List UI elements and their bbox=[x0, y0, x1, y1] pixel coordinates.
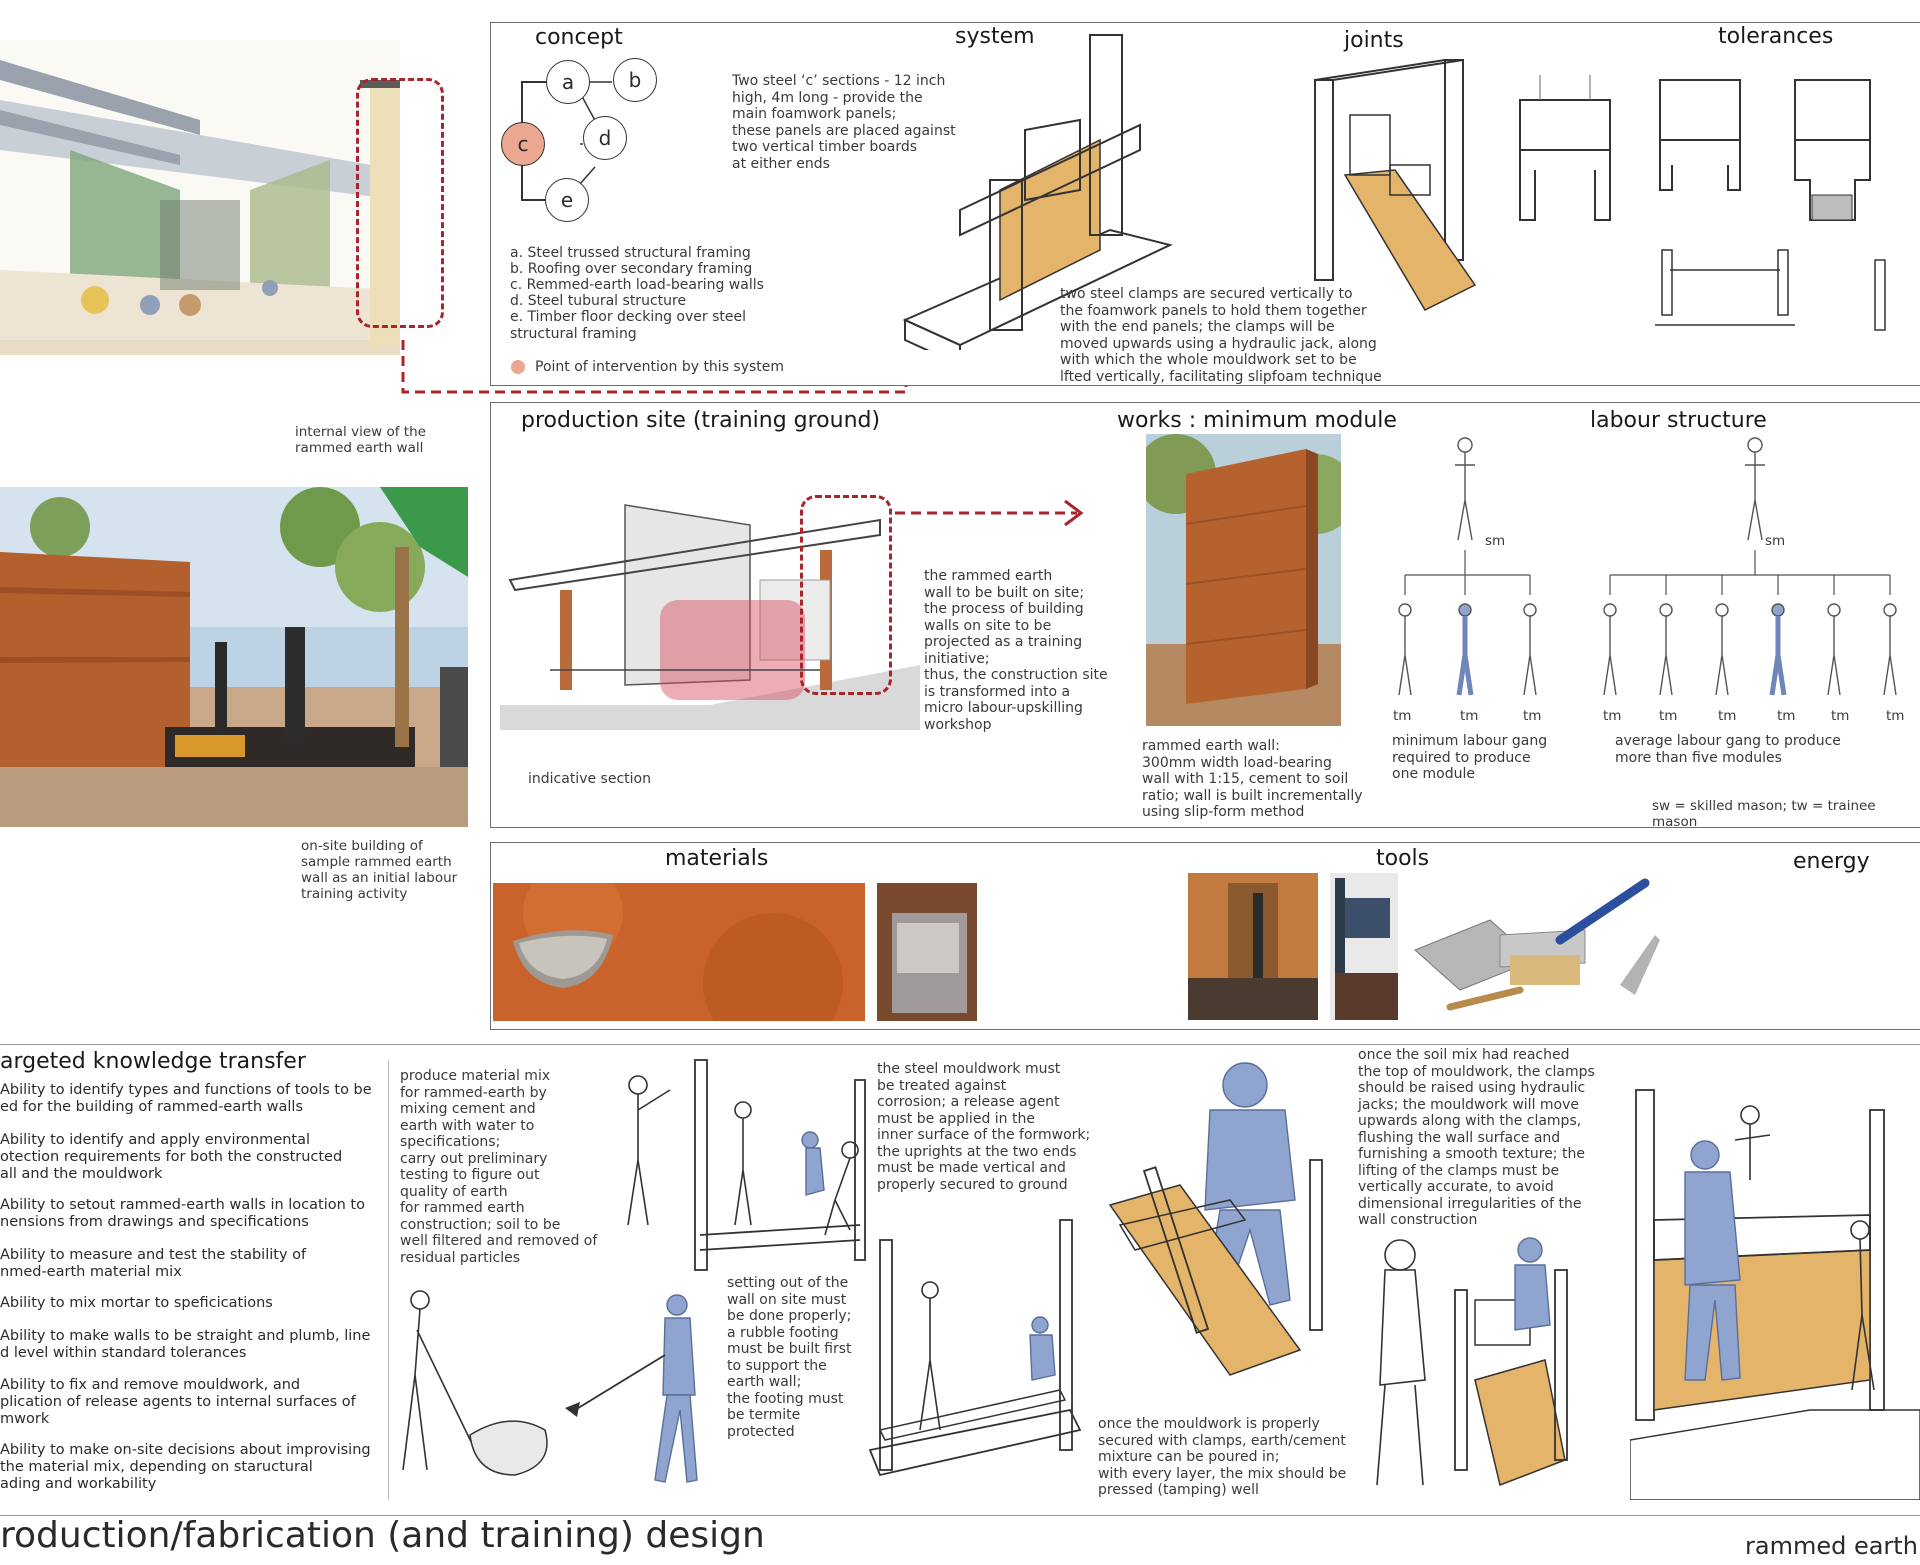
knowledge-item-1: Ability to identify types and functions … bbox=[0, 1082, 372, 1115]
raising-clamps-sketch bbox=[1376, 1237, 1568, 1487]
concept-legend-c: c. Remmed-earth load-bearing walls bbox=[510, 277, 764, 293]
knowledge-item-4: Ability to measure and test the stabilit… bbox=[0, 1247, 307, 1280]
bottom-top-rule bbox=[0, 1044, 1920, 1045]
label-tm-3: tm bbox=[1523, 708, 1542, 724]
label-sm-1: sm bbox=[1485, 533, 1506, 549]
intervention-dot bbox=[511, 360, 525, 374]
label-tm-7: tm bbox=[1777, 708, 1796, 724]
joint-detail-sketch bbox=[1519, 75, 1611, 221]
step-pour-text: once the mouldwork is properly secured w… bbox=[1098, 1416, 1347, 1498]
labour-diagram bbox=[1398, 437, 1897, 696]
mason-figures-avg bbox=[1603, 603, 1897, 696]
concept-legend-a: a. Steel trussed structural framing bbox=[510, 245, 751, 261]
indicative-section-sketch bbox=[500, 504, 920, 730]
avg-gang-caption: average labour gang to produce more than… bbox=[1615, 733, 1841, 766]
system-title: system bbox=[955, 24, 1035, 49]
footer-right: rammed earth bbox=[1745, 1532, 1918, 1560]
steel-mouldwork-sketch bbox=[868, 1219, 1082, 1477]
mason-figure-top-2 bbox=[1745, 437, 1765, 541]
intervention-legend: Point of intervention by this system bbox=[535, 359, 785, 375]
concept-legend-d: d. Steel tubural structure bbox=[510, 293, 687, 309]
energy-title: energy bbox=[1793, 849, 1870, 874]
setout-workers-sketch bbox=[627, 1059, 866, 1271]
column-divider bbox=[388, 1060, 389, 1500]
label-tm-2: tm bbox=[1460, 708, 1479, 724]
works-title: works : minimum module bbox=[1117, 408, 1397, 433]
tools-title: tools bbox=[1376, 846, 1430, 871]
step-mix-text: produce material mix for rammed-earth by… bbox=[400, 1068, 598, 1266]
final-wall-sketch bbox=[1630, 1089, 1920, 1500]
cement-bag-photo bbox=[877, 883, 977, 1021]
system-formwork-sketch bbox=[902, 34, 1173, 350]
min-gang-caption: minimum labour gang required to produce … bbox=[1392, 733, 1548, 782]
knowledge-item-5: Ability to mix mortar to speficications bbox=[0, 1295, 273, 1311]
earth-material-photo bbox=[493, 883, 865, 1021]
step-raise-text: once the soil mix had reached the top of… bbox=[1358, 1047, 1595, 1228]
step-setout-text: setting out of the wall on site must be … bbox=[727, 1275, 852, 1440]
pouring-mould-sketch bbox=[1108, 1062, 1323, 1376]
knowledge-item-6: Ability to make walls to be straight and… bbox=[0, 1328, 371, 1361]
label-tm-8: tm bbox=[1831, 708, 1850, 724]
labour-title: labour structure bbox=[1590, 408, 1767, 433]
section-arrow bbox=[895, 499, 1084, 527]
label-tm-4: tm bbox=[1603, 708, 1622, 724]
concept-node-e: e bbox=[545, 178, 589, 222]
label-tm-9: tm bbox=[1886, 708, 1905, 724]
label-tm-6: tm bbox=[1718, 708, 1737, 724]
joints-title: joints bbox=[1344, 28, 1404, 53]
caption-internal-view: internal view of the rammed earth wall bbox=[295, 424, 426, 456]
materials-title: materials bbox=[665, 846, 769, 871]
step-steel-text: the steel mouldwork must be treated agai… bbox=[877, 1061, 1091, 1193]
minimum-module-photo bbox=[1146, 434, 1341, 726]
concept-node-d: d bbox=[583, 116, 627, 160]
concept-node-b: b bbox=[613, 58, 657, 102]
mixing-workers-sketch bbox=[402, 1290, 698, 1483]
system-text-2: two steel clamps are secured vertically … bbox=[1060, 286, 1382, 385]
mason-figure-top-1 bbox=[1455, 437, 1475, 541]
tolerances-title: tolerances bbox=[1718, 24, 1834, 49]
knowledge-item-3: Ability to setout rammed-earth walls in … bbox=[0, 1197, 365, 1230]
knowledge-item-7: Ability to fix and remove mouldwork, and… bbox=[0, 1377, 356, 1427]
labour-tree-lines bbox=[1404, 550, 1891, 595]
concept-node-c: c bbox=[501, 122, 545, 166]
knowledge-item-8: Ability to make on-site decisions about … bbox=[0, 1442, 371, 1492]
label-tm-5: tm bbox=[1659, 708, 1678, 724]
section-label: indicative section bbox=[528, 771, 651, 787]
bottom-bottom-rule bbox=[0, 1515, 1920, 1516]
concept-legend-b: b. Roofing over secondary framing bbox=[510, 261, 753, 277]
production-text: the rammed earth wall to be built on sit… bbox=[924, 568, 1108, 733]
works-text: rammed earth wall: 300mm width load-bear… bbox=[1142, 738, 1363, 820]
caption-onsite-wall: on-site building of sample rammed earth … bbox=[301, 838, 458, 902]
internal-view-sketch bbox=[0, 40, 400, 355]
label-tm-1: tm bbox=[1393, 708, 1412, 724]
concept-node-a: a bbox=[546, 60, 590, 104]
knowledge-title: argeted knowledge transfer bbox=[0, 1049, 306, 1074]
trowels-photo bbox=[1414, 878, 1660, 1011]
tolerances-sketches bbox=[1655, 79, 1886, 331]
concept-legend-e: e. Timber floor decking over steel struc… bbox=[510, 309, 746, 342]
highlight-dashed-box bbox=[356, 78, 444, 328]
labour-legend: sw = skilled mason; tw = trainee mason bbox=[1652, 798, 1876, 830]
system-text-1: Two steel ‘c’ sections - 12 inch high, 4… bbox=[732, 73, 956, 172]
production-title: production site (training ground) bbox=[521, 408, 881, 433]
onsite-wall-photo bbox=[0, 487, 468, 827]
footer-title: roduction/fabrication (and training) des… bbox=[0, 1515, 765, 1556]
label-sm-2: sm bbox=[1765, 533, 1786, 549]
section-dashed-box bbox=[800, 495, 892, 695]
joints-sketch bbox=[1314, 59, 1477, 311]
mouldwork-photo-1 bbox=[1188, 873, 1318, 1020]
concept-title: concept bbox=[535, 25, 623, 50]
knowledge-item-2: Ability to identify and apply environmen… bbox=[0, 1132, 343, 1182]
mason-figures-min bbox=[1398, 603, 1537, 696]
mouldwork-photo-2 bbox=[1330, 873, 1398, 1020]
